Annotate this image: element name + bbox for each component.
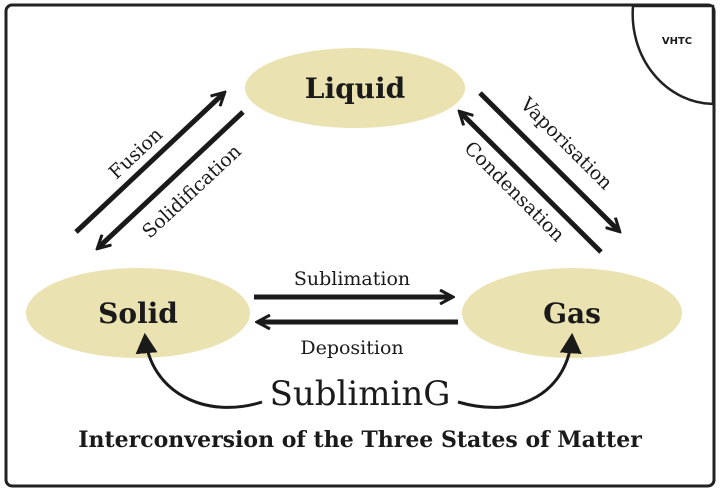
- diagram-caption: Interconversion of the Three States of M…: [78, 427, 642, 453]
- fusion-arrow: [74, 93, 224, 234]
- condensation-arrow: [460, 112, 603, 254]
- badge-text: VHTC: [662, 36, 692, 47]
- curved-arrow-to-gas: [457, 332, 582, 409]
- outer-border: [4, 3, 716, 488]
- vaporisation-arrow: [478, 91, 619, 231]
- sublimation-label: Sublimation: [294, 268, 410, 290]
- gas-label: Gas: [543, 297, 601, 330]
- curved-arrow-to-solid: [135, 332, 263, 409]
- center-word: SubliminG: [270, 374, 451, 414]
- gas-node: Gas: [462, 268, 682, 358]
- liquid-node: Liquid: [245, 48, 465, 128]
- solid-node: Solid: [26, 268, 250, 358]
- corner-badge: VHTC: [631, 4, 715, 106]
- deposition-label: Deposition: [300, 337, 403, 359]
- solid-label: Solid: [98, 297, 178, 330]
- solidification-arrow: [98, 110, 245, 248]
- liquid-label: Liquid: [305, 72, 405, 105]
